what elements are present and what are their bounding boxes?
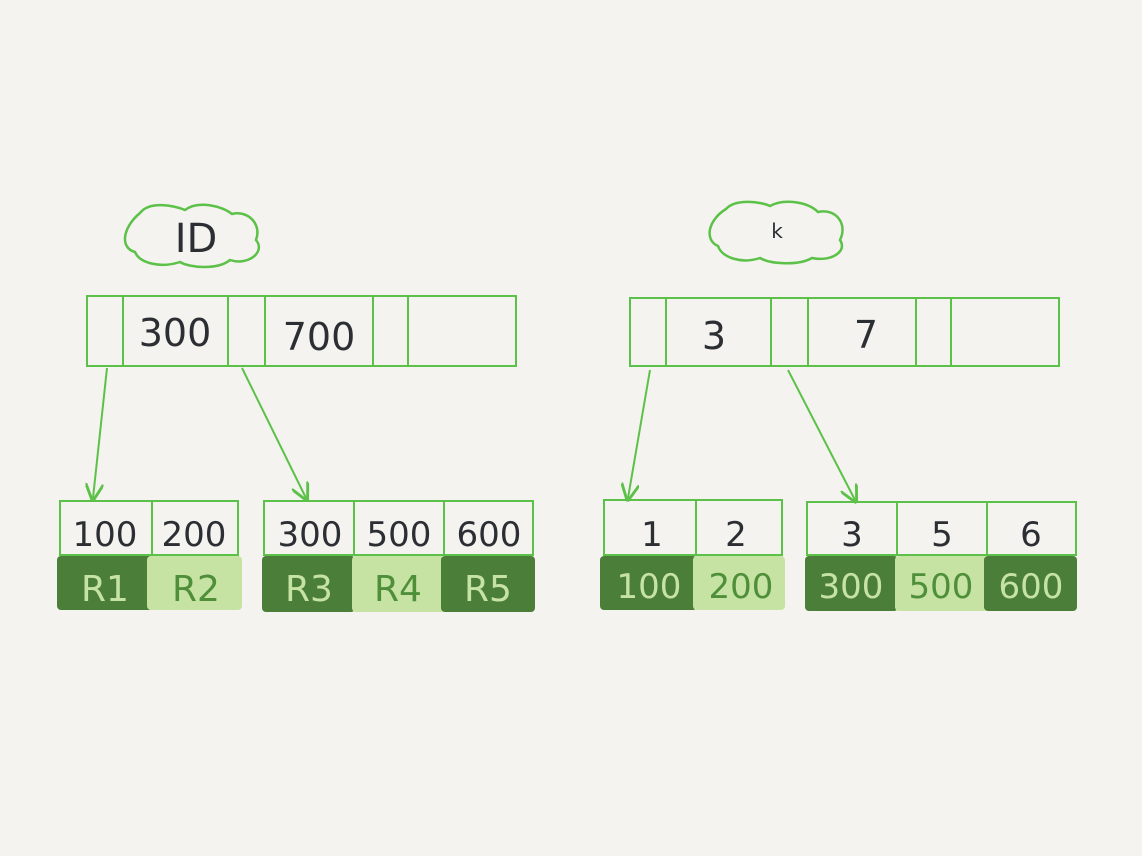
leaf-value: R3 bbox=[285, 569, 333, 610]
root-key: 300 bbox=[139, 311, 212, 355]
leaf-key: 3 bbox=[841, 515, 863, 555]
leaf-value: R4 bbox=[374, 569, 422, 610]
root-key: 700 bbox=[283, 315, 356, 359]
leaf-value: R1 bbox=[81, 569, 129, 610]
tree-id: ID 300 700 100 200 R1 R2 bbox=[57, 203, 535, 612]
leaf-value: 200 bbox=[709, 567, 774, 607]
leaf-key: 300 bbox=[278, 515, 343, 555]
leaf-key: 100 bbox=[73, 515, 138, 555]
pointer-arrow bbox=[628, 369, 651, 498]
root-node-id: 300 700 bbox=[86, 295, 517, 367]
pointer-arrow bbox=[93, 367, 108, 498]
leaf-node: 1 2 100 200 bbox=[600, 499, 785, 610]
leaf-key: 1 bbox=[641, 515, 663, 555]
leaf-node: 300 500 600 R3 R4 R5 bbox=[262, 500, 535, 612]
root-key: 3 bbox=[702, 314, 726, 358]
pointer-arrow bbox=[241, 367, 306, 498]
leaf-key: 200 bbox=[162, 515, 227, 555]
leaf-value: 500 bbox=[909, 567, 974, 607]
label-cloud-k: k bbox=[708, 200, 844, 265]
leaf-value: R5 bbox=[464, 569, 512, 610]
root-node-k: 3 7 bbox=[629, 297, 1060, 367]
tree-k: k 3 7 1 2 100 200 bbox=[600, 200, 1077, 611]
leaf-value: 100 bbox=[617, 567, 682, 607]
leaf-key: 5 bbox=[931, 515, 953, 555]
leaf-node: 3 5 6 300 500 600 bbox=[805, 501, 1077, 611]
leaf-key: 2 bbox=[725, 515, 747, 555]
leaf-node: 100 200 R1 R2 bbox=[57, 500, 242, 610]
label-id: ID bbox=[175, 216, 218, 262]
leaf-key: 600 bbox=[457, 515, 522, 555]
leaf-key: 6 bbox=[1020, 515, 1042, 555]
pointer-arrow bbox=[787, 369, 855, 500]
label-cloud-id: ID bbox=[123, 203, 260, 269]
leaf-key: 500 bbox=[367, 515, 432, 555]
label-k: k bbox=[771, 219, 783, 243]
leaf-value: R2 bbox=[172, 569, 220, 610]
leaf-value: 300 bbox=[819, 567, 884, 607]
leaf-value: 600 bbox=[999, 567, 1064, 607]
root-key: 7 bbox=[854, 313, 878, 357]
